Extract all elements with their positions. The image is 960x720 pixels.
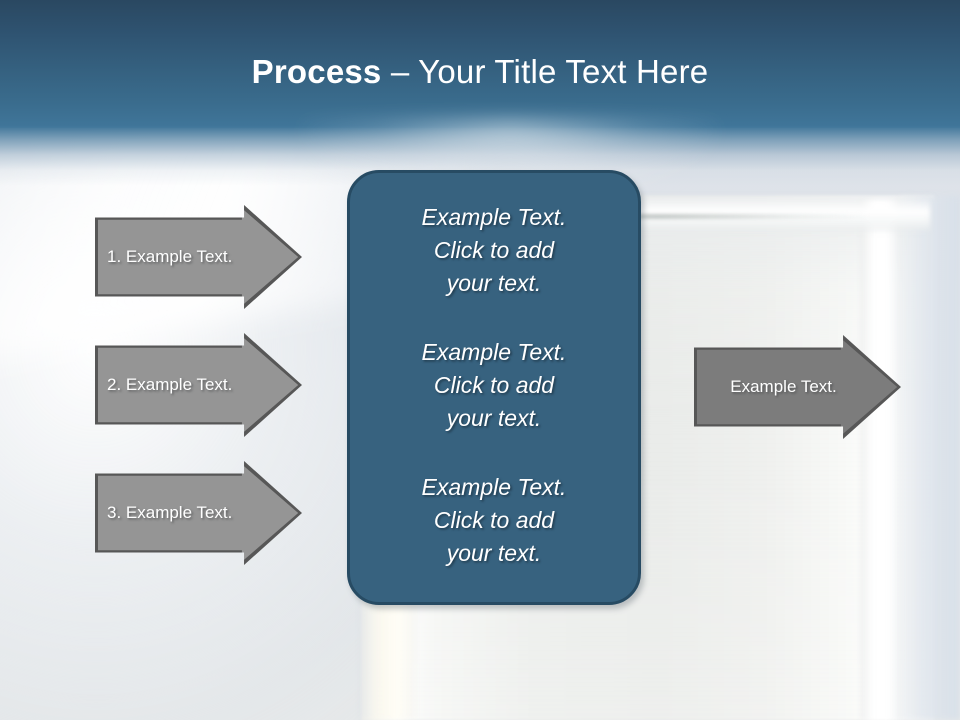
process-arrow-2-label: 2. Example Text.: [107, 375, 233, 394]
panel-text-block-2-line-1: Example Text.: [421, 339, 567, 365]
milk-glass-right-edge: [900, 196, 960, 720]
center-content-panel[interactable]: Example Text. Click to add your text. Ex…: [347, 170, 641, 605]
header-band: [0, 0, 960, 128]
outcome-arrow-label: Example Text.: [730, 377, 837, 396]
page-title-rest: – Your Title Text Here: [381, 53, 709, 90]
panel-text-block-3-line-3: your text.: [446, 540, 542, 566]
panel-text-block-3[interactable]: Example Text. Click to add your text.: [350, 471, 638, 570]
process-arrow-1-label: 1. Example Text.: [107, 247, 233, 266]
milk-glass-right-wall: [860, 200, 902, 720]
panel-text-block-2-line-3: your text.: [446, 405, 542, 431]
process-arrow-3-label: 3. Example Text.: [107, 503, 233, 522]
panel-text-block-3-line-2: Click to add: [433, 507, 555, 533]
panel-text-block-1-line-1: Example Text.: [421, 204, 567, 230]
panel-text-block-1-line-2: Click to add: [433, 237, 555, 263]
panel-text-block-2-line-2: Click to add: [433, 372, 555, 398]
page-title-strong: Process: [251, 53, 382, 90]
panel-text-block-1-line-3: your text.: [446, 270, 542, 296]
panel-text-block-1[interactable]: Example Text. Click to add your text.: [350, 201, 638, 300]
panel-text-block-3-line-1: Example Text.: [421, 474, 567, 500]
panel-text-block-2[interactable]: Example Text. Click to add your text.: [350, 336, 638, 435]
page-title: Process – Your Title Text Here: [0, 52, 960, 92]
